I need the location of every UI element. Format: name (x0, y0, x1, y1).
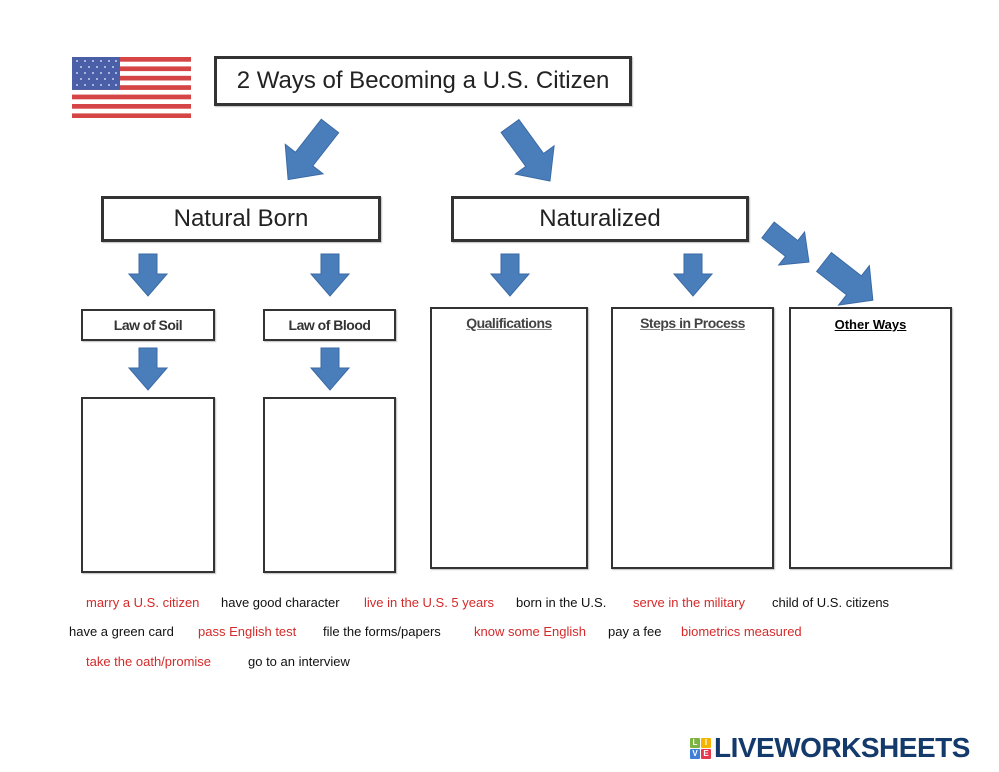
qualifications-drop-zone[interactable]: Qualifications (430, 307, 588, 569)
word-item[interactable]: pass English test (198, 624, 297, 639)
logo-tile-l: L (690, 737, 700, 748)
arrow-to-other-ways-2-icon (815, 251, 874, 306)
word-item[interactable]: child of U.S. citizens (772, 595, 890, 610)
law-of-soil-label: Law of Soil (81, 309, 215, 341)
other-ways-drop-zone[interactable]: Other Ways (789, 307, 952, 569)
steps-in-process-drop-zone[interactable]: Steps in Process (611, 307, 774, 569)
arrow-to-steps-icon (673, 253, 713, 297)
word-item[interactable]: serve in the military (633, 595, 745, 610)
natural-born-box: Natural Born (101, 196, 381, 242)
law-of-blood-drop-zone[interactable] (263, 397, 396, 573)
arrow-soil-to-answer-icon (128, 347, 168, 391)
arrow-to-law-of-blood-icon (310, 253, 350, 297)
arrow-to-naturalized-icon (500, 118, 555, 182)
arrow-to-natural-born-icon (284, 118, 340, 181)
logo-tile-e: E (701, 748, 711, 759)
arrow-blood-to-answer-icon (310, 347, 350, 391)
word-item[interactable]: pay a fee (608, 624, 662, 639)
word-item[interactable]: file the forms/papers (323, 624, 441, 639)
word-item[interactable]: born in the U.S. (516, 595, 607, 610)
arrow-to-qualifications-icon (490, 253, 530, 297)
liveworksheets-logo: L I V E LIVEWORKSHEETS (690, 732, 970, 764)
law-of-soil-drop-zone[interactable] (81, 397, 215, 573)
logo-tile-i: I (701, 737, 711, 748)
word-item[interactable]: have good character (221, 595, 340, 610)
word-item[interactable]: go to an interview (248, 654, 350, 669)
us-flag-icon (72, 57, 191, 118)
word-item[interactable]: have a green card (69, 624, 174, 639)
logo-text: LIVEWORKSHEETS (714, 732, 970, 763)
logo-tile-v: V (690, 748, 700, 759)
diagram-title: 2 Ways of Becoming a U.S. Citizen (214, 56, 632, 106)
word-item[interactable]: take the oath/promise (86, 654, 212, 669)
steps-in-process-label: Steps in Process (640, 315, 745, 331)
arrow-to-other-ways-1-icon (761, 221, 810, 266)
law-of-blood-label: Law of Blood (263, 309, 396, 341)
arrow-to-law-of-soil-icon (128, 253, 168, 297)
other-ways-label: Other Ways (834, 317, 907, 332)
word-item[interactable]: know some English (474, 624, 586, 639)
naturalized-box: Naturalized (451, 196, 749, 242)
word-item[interactable]: live in the U.S. 5 years (364, 595, 495, 610)
word-item[interactable]: marry a U.S. citizen (86, 595, 200, 610)
word-item[interactable]: biometrics measured (681, 624, 802, 639)
qualifications-label: Qualifications (466, 315, 552, 331)
live-tiles-icon: L I V E (690, 737, 711, 759)
